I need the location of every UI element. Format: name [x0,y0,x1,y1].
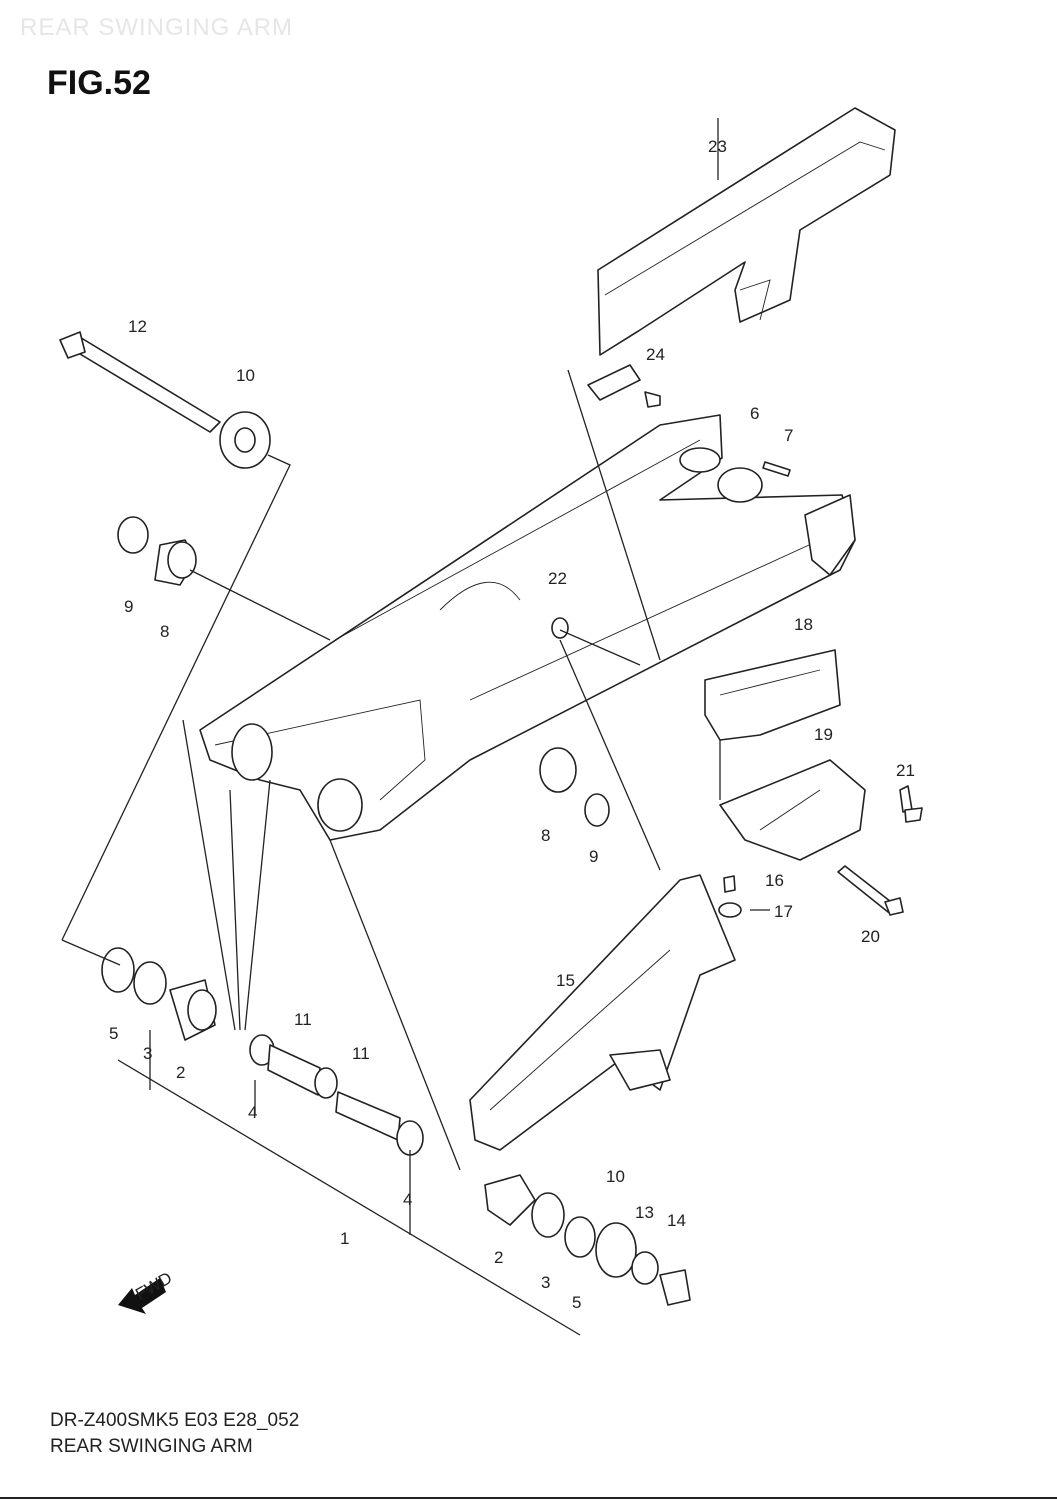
bearing-part [117,516,197,586]
callout-8-mid: 8 [541,826,550,845]
drawing-name: REAR SWINGING ARM [50,1436,253,1457]
callout-7: 7 [784,426,793,445]
bearing-part-mid [539,747,610,827]
callout-2-left: 2 [176,1063,185,1082]
guide-bracket-part [719,759,866,861]
chain-case-part [597,107,896,356]
lower-right-bearing-set [484,1174,691,1306]
swing-arm-part [199,414,856,841]
callout-6: 6 [750,404,759,423]
callout-20: 20 [861,927,880,946]
callout-18: 18 [794,615,813,634]
forward-direction-arrow: FWD [118,1268,175,1314]
frame-border [0,1497,1057,1499]
small-fastener-parts [551,461,791,918]
callout-17: 17 [774,902,793,921]
callout-15: 15 [556,971,575,990]
drawing-code: DR-Z400SMK5 E03 E28_052 [50,1410,300,1431]
callout-labels: 23 24 12 10 6 7 9 8 22 18 19 21 8 9 16 1… [109,137,915,1312]
callout-3-left: 3 [143,1044,152,1063]
callout-4-a: 4 [248,1103,257,1122]
chain-tensioner-part [469,874,736,1151]
callout-8-upper: 8 [160,622,169,641]
callout-10-upper: 10 [236,366,255,385]
callout-23: 23 [708,137,727,156]
callout-11-b: 11 [352,1044,370,1063]
callout-1: 1 [340,1229,349,1248]
figure-number: FIG.52 [47,64,151,102]
callout-2-right: 2 [494,1248,503,1267]
washer-part [219,411,271,469]
callout-13: 13 [635,1203,654,1222]
callout-9-mid: 9 [589,847,598,866]
callout-3-right: 3 [541,1273,550,1292]
lower-left-bearing-set [101,947,217,1041]
case-bracket-part [587,364,661,408]
callout-24: 24 [646,345,665,364]
callout-22: 22 [548,569,567,588]
callout-5-left: 5 [109,1024,118,1043]
chain-guide-part [704,649,841,741]
callout-11-a: 11 [294,1010,312,1029]
watermark-title: REAR SWINGING ARM [20,14,294,41]
callout-4-b: 4 [403,1190,412,1209]
leader-lines [61,118,770,1336]
pivot-bolt-part [59,331,221,433]
callout-5-right: 5 [572,1293,581,1312]
callout-19: 19 [814,725,833,744]
bolt-parts [837,785,923,916]
callout-9-upper: 9 [124,597,133,616]
spacer-collar-set [249,1034,424,1156]
callout-10-lower: 10 [606,1167,625,1186]
callout-12: 12 [128,317,147,336]
callout-16: 16 [765,871,784,890]
callout-14: 14 [667,1211,686,1230]
callout-21: 21 [896,761,915,780]
